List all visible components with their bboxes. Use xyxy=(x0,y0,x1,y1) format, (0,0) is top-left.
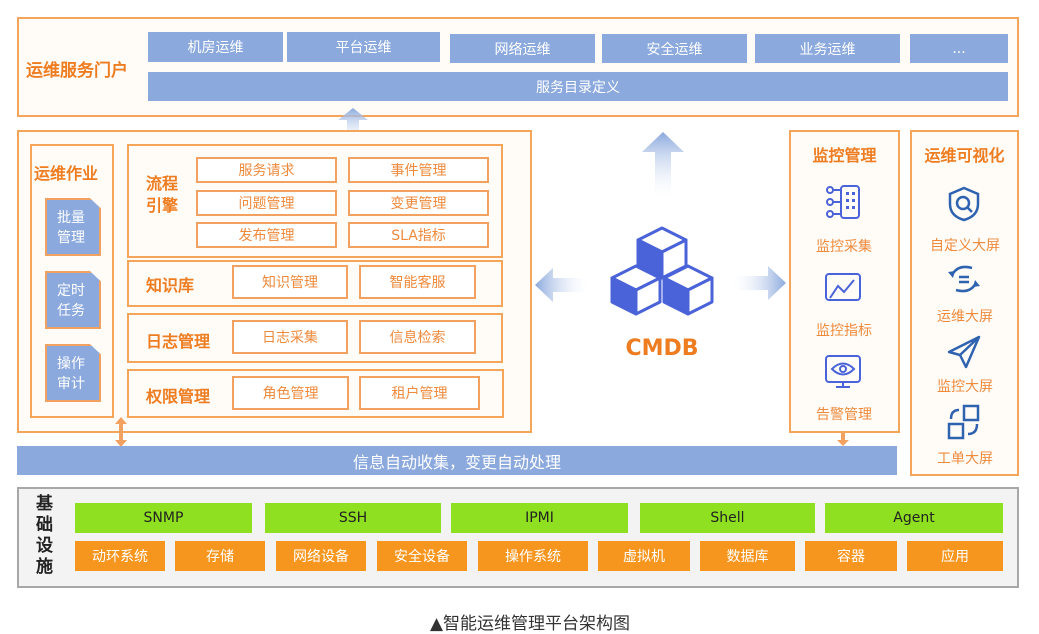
tab-business-ops[interactable]: 业务运维 xyxy=(755,34,900,63)
resource-storage: 存储 xyxy=(175,541,265,571)
cmdb-up-arrow-icon xyxy=(642,132,684,202)
left-arrow-icon xyxy=(535,268,591,302)
resource-power-env: 动环系统 xyxy=(75,541,165,571)
visualization-title: 运维可视化 xyxy=(924,146,1005,165)
monitor-collection-label: 监控采集 xyxy=(816,239,872,255)
ticket-screen-label: 工单大屏 xyxy=(937,451,993,467)
resource-application: 应用 xyxy=(907,541,1003,571)
custom-screen-label: 自定义大屏 xyxy=(930,238,1000,254)
tenant-management[interactable]: 租户管理 xyxy=(359,376,480,410)
resource-database: 数据库 xyxy=(700,541,795,571)
server-collection-icon xyxy=(826,185,860,219)
shield-search-icon xyxy=(948,186,980,222)
log-collection[interactable]: 日志采集 xyxy=(232,320,348,354)
tab-network-ops[interactable]: 网络运维 xyxy=(450,34,595,63)
permission-title: 权限管理 xyxy=(146,387,211,406)
smart-service[interactable]: 智能客服 xyxy=(359,265,476,299)
protocol-ssh: SSH xyxy=(265,503,441,533)
flow-item-sla[interactable]: SLA指标 xyxy=(348,222,489,248)
monitor-metrics-label: 监控指标 xyxy=(816,323,872,339)
info-search[interactable]: 信息检索 xyxy=(359,320,476,354)
portal-title: 运维服务门户 xyxy=(26,61,128,81)
flow-engine-title: 流程引擎 xyxy=(146,174,179,215)
flow-item-problem[interactable]: 问题管理 xyxy=(196,190,337,216)
scheduled-task-tile[interactable]: 定时 任务 xyxy=(45,271,101,329)
send-icon xyxy=(947,335,981,369)
up-arrow-icon xyxy=(338,108,368,146)
ops-screen-label: 运维大屏 xyxy=(937,309,993,325)
protocol-snmp: SNMP xyxy=(75,503,252,533)
monitor-title: 监控管理 xyxy=(812,146,877,165)
tab-more[interactable]: ... xyxy=(910,34,1008,63)
tab-security-ops[interactable]: 安全运维 xyxy=(602,34,747,63)
alert-management-label: 告警管理 xyxy=(816,407,872,423)
double-arrow-icon xyxy=(115,417,127,447)
knowledge-title: 知识库 xyxy=(146,276,195,295)
cmdb-label: CMDB xyxy=(625,336,699,361)
protocol-shell: Shell xyxy=(640,503,815,533)
resource-container: 容器 xyxy=(805,541,897,571)
flow-item-service-request[interactable]: 服务请求 xyxy=(196,157,337,183)
flow-item-release[interactable]: 发布管理 xyxy=(196,222,337,248)
sync-icon xyxy=(948,265,980,293)
caption: ▲智能运维管理平台架构图 xyxy=(429,614,631,634)
resource-network: 网络设备 xyxy=(276,541,366,571)
monitor-screen-label: 监控大屏 xyxy=(937,379,993,395)
log-title: 日志管理 xyxy=(146,332,211,351)
protocol-agent: Agent xyxy=(825,503,1003,533)
monitor-eye-icon xyxy=(825,355,861,388)
service-catalog-bar[interactable]: 服务目录定义 xyxy=(148,72,1008,101)
ops-job-title: 运维作业 xyxy=(34,164,99,183)
tab-datacenter-ops[interactable]: 机房运维 xyxy=(148,32,283,62)
cmdb-cubes-icon xyxy=(610,226,714,316)
resource-security: 安全设备 xyxy=(377,541,467,571)
tab-platform-ops[interactable]: 平台运维 xyxy=(287,32,440,62)
ticket-blocks-icon xyxy=(947,404,980,440)
batch-management-tile[interactable]: 批量 管理 xyxy=(45,198,101,256)
flow-item-incident[interactable]: 事件管理 xyxy=(348,157,489,183)
infrastructure-title: 基础设施 xyxy=(36,494,53,577)
flow-item-change[interactable]: 变更管理 xyxy=(348,190,489,216)
right-arrow-icon xyxy=(730,266,786,300)
knowledge-management[interactable]: 知识管理 xyxy=(232,265,348,299)
auto-processing-bar: 信息自动收集，变更自动处理 xyxy=(17,446,897,475)
resource-os: 操作系统 xyxy=(478,541,588,571)
operation-audit-tile[interactable]: 操作 审计 xyxy=(45,344,101,402)
chart-line-icon xyxy=(825,273,861,301)
role-management[interactable]: 角色管理 xyxy=(232,376,349,410)
protocol-ipmi: IPMI xyxy=(451,503,628,533)
resource-vm: 虚拟机 xyxy=(598,541,690,571)
